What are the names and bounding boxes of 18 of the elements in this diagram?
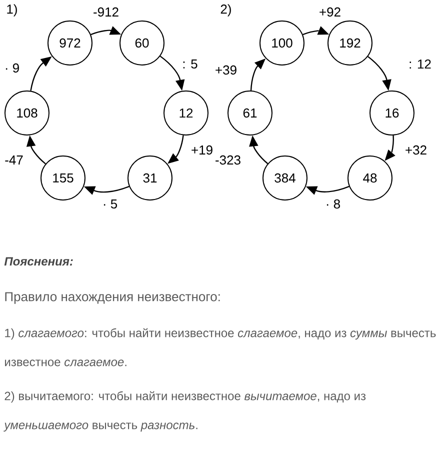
explanation-text: 1) слагаемого: чтобы найти неизвестное слагаемое, надо из суммы вычесть известное слагаемое. [5, 328, 436, 366]
task-number: 1) [7, 4, 17, 16]
edge-label: +39 [214, 64, 238, 76]
edge-label: +92 [318, 6, 342, 18]
edge-label: +32 [404, 144, 428, 156]
edge-label: -47 [4, 154, 24, 166]
edge-label: : 5 [181, 58, 199, 70]
edge-label: · 5 [101, 198, 119, 210]
edge-label: -323 [214, 154, 242, 166]
edge-label: · 9 [3, 62, 21, 74]
edge-label: +19 [190, 144, 214, 156]
edge-label: : 12 [408, 58, 432, 70]
heading: Пояснения: [4, 257, 73, 266]
task-number: 2) [220, 4, 231, 16]
edge-label: -912 [92, 6, 120, 18]
rule-text: Правило нахождения неизвестного: [5, 292, 220, 304]
edge-label: · 8 [324, 198, 342, 210]
explanation-text: 2) вычитаемого: чтобы найти неизвестное вычитаемое, надо из уменьшаемого вычесть разность. [4, 391, 366, 432]
